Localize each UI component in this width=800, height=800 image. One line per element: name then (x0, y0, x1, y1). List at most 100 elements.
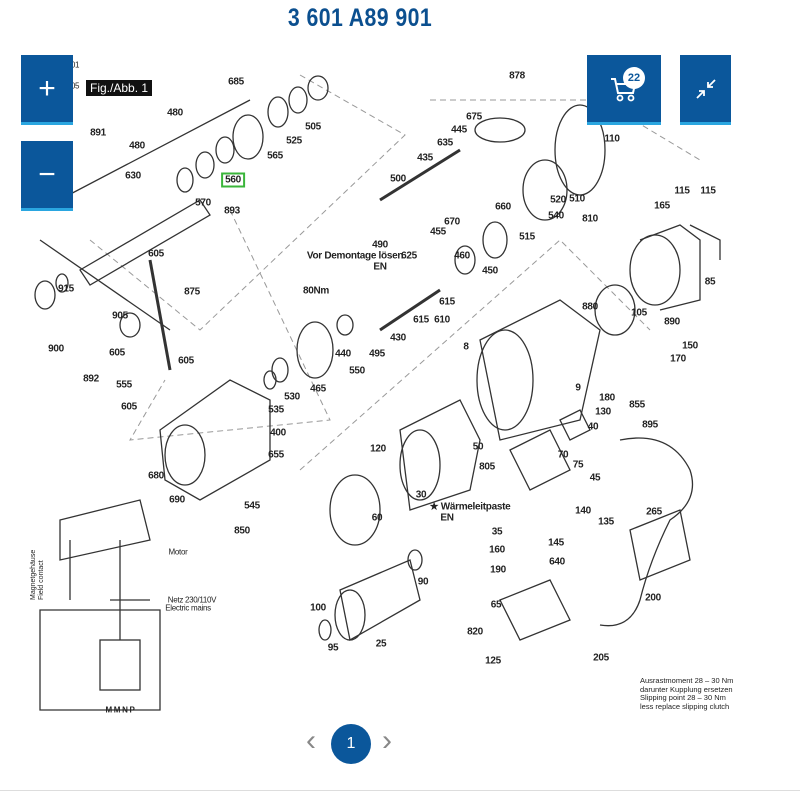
part-label[interactable]: 820 (467, 626, 483, 638)
part-label[interactable]: 565 (267, 150, 283, 162)
part-label[interactable]: 880 (582, 301, 598, 313)
part-label[interactable]: 555 (116, 379, 132, 391)
part-label[interactable]: 120 (370, 443, 386, 455)
part-label[interactable]: ★ Wärmeleitpaste (429, 501, 511, 513)
part-label[interactable]: 50 (472, 441, 484, 453)
cart-button[interactable]: 22 (587, 55, 661, 125)
part-label[interactable]: 891 (90, 127, 106, 139)
part-label[interactable]: 520 (550, 194, 566, 206)
part-label[interactable]: 460 (454, 250, 470, 262)
part-label[interactable]: 85 (704, 276, 716, 288)
next-page-button[interactable]: › (382, 724, 392, 757)
part-label[interactable]: 9 (575, 382, 581, 394)
part-label[interactable]: 455 (430, 226, 446, 238)
part-label[interactable]: EN (440, 512, 454, 524)
part-label[interactable]: 65 (490, 599, 502, 611)
current-page[interactable]: 1 (331, 724, 371, 764)
zoom-in-button[interactable]: + (21, 55, 73, 125)
part-label[interactable]: 170 (670, 353, 686, 365)
part-label-selected[interactable]: 560 (221, 172, 245, 188)
part-label[interactable]: 105 (631, 307, 647, 319)
part-label[interactable]: 605 (109, 347, 125, 359)
part-label[interactable]: 500 (390, 173, 406, 185)
part-label[interactable]: 685 (228, 76, 244, 88)
part-label[interactable]: 75 (572, 459, 584, 471)
part-label[interactable]: 635 (437, 137, 453, 149)
part-label[interactable]: 90 (417, 576, 429, 588)
part-label[interactable]: 160 (489, 544, 505, 556)
part-label[interactable]: 550 (349, 365, 365, 377)
part-label[interactable]: 570 (195, 197, 211, 209)
part-label[interactable]: 35 (491, 526, 503, 538)
part-label[interactable]: 640 (549, 556, 565, 568)
part-label[interactable]: 535 (268, 404, 284, 416)
part-label[interactable]: 60 (371, 512, 383, 524)
part-label[interactable]: 805 (479, 461, 495, 473)
part-label[interactable]: 30 (415, 489, 427, 501)
part-label[interactable]: 855 (629, 399, 645, 411)
part-label[interactable]: 480 (167, 107, 183, 119)
part-label[interactable]: 515 (519, 231, 535, 243)
part-label[interactable]: 95 (327, 642, 339, 654)
part-label[interactable]: 675 (466, 111, 482, 123)
part-label[interactable]: 115 (674, 185, 690, 197)
collapse-fullscreen-button[interactable] (680, 55, 731, 125)
part-label[interactable]: 605 (148, 248, 164, 260)
part-label[interactable]: 200 (645, 592, 661, 604)
part-label[interactable]: 905 (112, 310, 128, 322)
part-label[interactable]: 630 (125, 170, 141, 182)
part-label[interactable]: 893 (224, 205, 240, 217)
part-label[interactable]: 265 (646, 506, 662, 518)
part-label[interactable]: 655 (268, 449, 284, 461)
part-label[interactable]: 810 (582, 213, 598, 225)
part-label[interactable]: 545 (244, 500, 260, 512)
part-label[interactable]: 125 (485, 655, 501, 667)
part-label[interactable]: 915 (58, 283, 74, 295)
part-label[interactable]: 8 (463, 341, 469, 353)
part-label[interactable]: 625 (401, 250, 417, 262)
part-label[interactable]: 610 (434, 314, 450, 326)
part-label[interactable]: 165 (654, 200, 670, 212)
part-label[interactable]: 80Nm (302, 285, 330, 297)
part-label[interactable]: EN (373, 261, 387, 273)
part-label[interactable]: 690 (169, 494, 185, 506)
part-label[interactable]: 25 (375, 638, 387, 650)
part-label[interactable]: 895 (642, 419, 658, 431)
part-label[interactable]: 850 (234, 525, 250, 537)
part-label[interactable]: 615 (439, 296, 455, 308)
part-label[interactable]: 510 (569, 193, 585, 205)
part-label[interactable]: 205 (593, 652, 609, 664)
part-label[interactable]: 525 (286, 135, 302, 147)
part-label[interactable]: 530 (284, 391, 300, 403)
part-label[interactable]: 145 (548, 537, 564, 549)
zoom-out-button[interactable]: − (21, 141, 73, 211)
part-label[interactable]: 40 (587, 421, 599, 433)
part-label[interactable]: 540 (548, 210, 564, 222)
part-label[interactable]: 605 (178, 355, 194, 367)
part-label[interactable]: 440 (335, 348, 351, 360)
part-label[interactable]: 490 (372, 239, 388, 251)
part-label[interactable]: 135 (598, 516, 614, 528)
part-label[interactable]: 892 (83, 373, 99, 385)
part-label[interactable]: 450 (482, 265, 498, 277)
part-label[interactable]: 445 (451, 124, 467, 136)
part-label[interactable]: 190 (490, 564, 506, 576)
part-label[interactable]: 670 (444, 216, 460, 228)
part-label[interactable]: Vor Demontage lösen (306, 250, 404, 262)
part-label[interactable]: 680 (148, 470, 164, 482)
part-label[interactable]: 430 (390, 332, 406, 344)
part-label[interactable]: 180 (599, 392, 615, 404)
part-label[interactable]: 878 (509, 70, 525, 82)
part-label[interactable]: 615 (413, 314, 429, 326)
part-label[interactable]: 900 (48, 343, 64, 355)
part-label[interactable]: 465 (310, 383, 326, 395)
part-label[interactable]: 605 (121, 401, 137, 413)
part-label[interactable]: 70 (557, 449, 569, 461)
part-label[interactable]: 890 (664, 316, 680, 328)
part-label[interactable]: 150 (682, 340, 698, 352)
part-label[interactable]: 115 (700, 185, 716, 197)
part-label[interactable]: 110 (604, 133, 620, 145)
part-label[interactable]: 875 (184, 286, 200, 298)
part-label[interactable]: 480 (129, 140, 145, 152)
part-label[interactable]: 495 (369, 348, 385, 360)
